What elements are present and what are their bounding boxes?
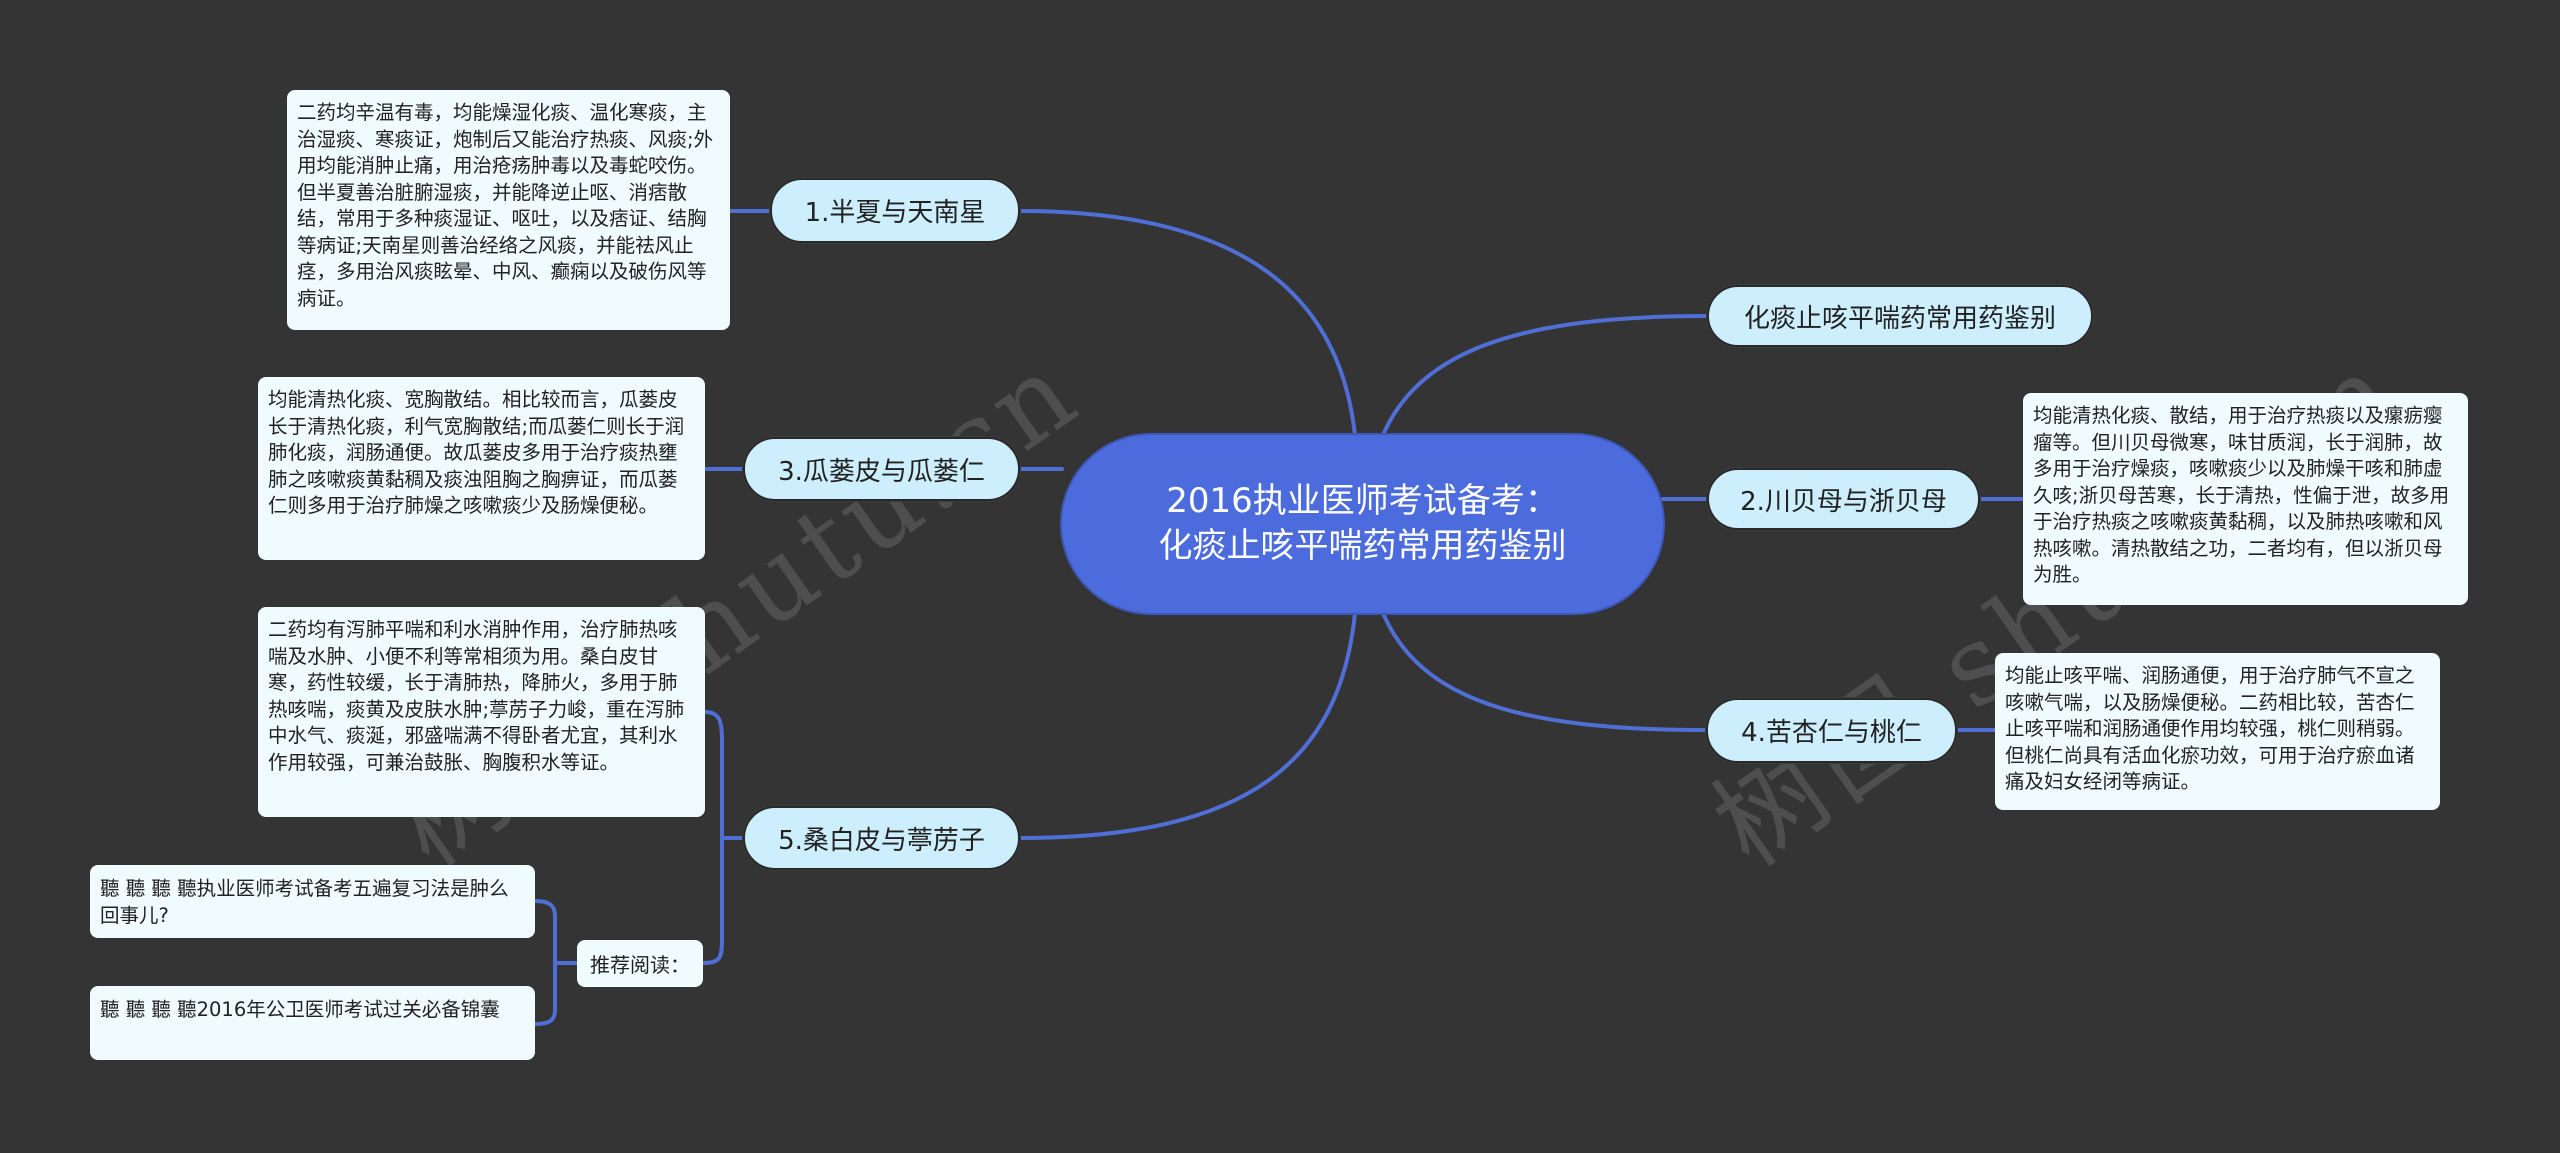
recommend-link-1[interactable]: 聽 聽 聽 聽执业医师考试备考五遍复习法是肿么回事儿? [90, 865, 535, 938]
branch-label: 化痰止咳平喘药常用药鉴别 [1743, 303, 2056, 334]
recommend-link-2[interactable]: 聽 聽 聽 聽2016年公卫医师考试过关必备锦囊 [90, 986, 535, 1060]
link-central-node4 [1381, 611, 1708, 732]
branch-label: 4.苦杏仁与桃仁 [1741, 718, 1922, 748]
branch-label: 5.桑白皮与葶苈子 [778, 825, 985, 856]
link-central-node1 [1018, 209, 1357, 437]
recommend-text: 聽 聽 聽 聽2016年公卫医师考试过关必备锦囊 [100, 998, 500, 1021]
detail-chuanbeimu-zhebeimu[interactable]: 均能清热化痰、散结，用于治疗热痰以及瘰疬瘿瘤等。但川贝母微寒，味甘质润，长于润肺… [2023, 393, 2468, 605]
detail-kuxingren-taoren[interactable]: 均能止咳平喘、润肠通便，用于治疗肺气不宣之咳嗽气喘，以及肠燥便秘。二药相比较，苦… [1995, 653, 2440, 810]
branch-gualoupi-gualouren[interactable]: 3.瓜蒌皮与瓜蒌仁 [743, 437, 1020, 501]
branch-chuanbeimu-zhebeimu[interactable]: 2.川贝母与浙贝母 [1707, 468, 1980, 530]
detail-text: 二药均有泻肺平喘和利水消肿作用，治疗肺热咳喘及水肿、小便不利等常相须为用。桑白皮… [268, 618, 685, 774]
link-node5-bracket [701, 710, 745, 965]
link-rec-bracket [533, 899, 579, 1026]
central-topic[interactable]: 2016执业医师考试备考：化痰止咳平喘药常用药鉴别 [1060, 433, 1665, 615]
detail-text: 均能清热化痰、散结，用于治疗热痰以及瘰疬瘿瘤等。但川贝母微寒，味甘质润，长于润肺… [2033, 404, 2450, 586]
branch-label: 1.半夏与天南星 [804, 198, 986, 228]
branch-huatan-zhike-pingchuan[interactable]: 化痰止咳平喘药常用药鉴别 [1707, 285, 2093, 347]
branch-label: 3.瓜蒌皮与瓜蒌仁 [778, 456, 985, 487]
detail-sangbaipi-tinglizi[interactable]: 二药均有泻肺平喘和利水消肿作用，治疗肺热咳喘及水肿、小便不利等常相须为用。桑白皮… [258, 607, 705, 817]
detail-text: 均能止咳平喘、润肠通便，用于治疗肺气不宣之咳嗽气喘，以及肠燥便秘。二药相比较，苦… [2005, 664, 2415, 793]
detail-text: 二药均辛温有毒，均能燥湿化痰、温化寒痰，主治湿痰、寒痰证，炮制后又能治疗热痰、风… [297, 101, 714, 310]
recommend-text: 聽 聽 聽 聽执业医师考试备考五遍复习法是肿么回事儿? [100, 877, 509, 927]
detail-banxia-tiannanxing[interactable]: 二药均辛温有毒，均能燥湿化痰、温化寒痰，主治湿痰、寒痰证，炮制后又能治疗热痰、风… [287, 90, 730, 330]
recommend-label: 推荐阅读： [590, 953, 690, 977]
central-topic-label: 2016执业医师考试备考：化痰止咳平喘药常用药鉴别 [1158, 481, 1567, 566]
link-central-node5 [1018, 611, 1357, 840]
recommend-reading-node[interactable]: 推荐阅读： [577, 940, 703, 987]
branch-label: 2.川贝母与浙贝母 [1740, 486, 1947, 517]
link-central-node0 [1381, 314, 1709, 437]
detail-gualoupi-gualouren[interactable]: 均能清热化痰、宽胸散结。相比较而言，瓜蒌皮长于清热化痰，利气宽胸散结;而瓜蒌仁则… [258, 377, 705, 560]
branch-kuxingren-taoren[interactable]: 4.苦杏仁与桃仁 [1706, 698, 1957, 763]
branch-sangbaipi-tinglizi[interactable]: 5.桑白皮与葶苈子 [743, 806, 1020, 870]
branch-banxia-tiannanxing[interactable]: 1.半夏与天南星 [770, 178, 1020, 243]
detail-text: 均能清热化痰、宽胸散结。相比较而言，瓜蒌皮长于清热化痰，利气宽胸散结;而瓜蒌仁则… [268, 388, 685, 517]
